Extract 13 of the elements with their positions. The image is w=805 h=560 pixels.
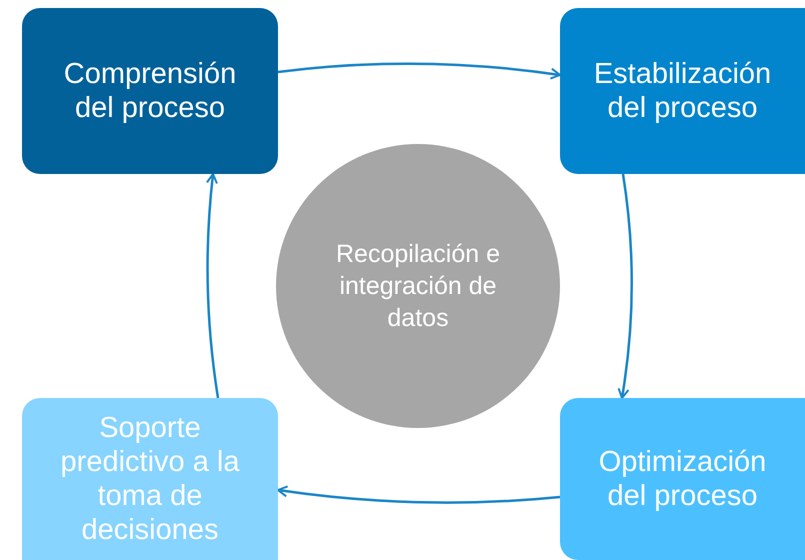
curved-arrow xyxy=(617,174,633,399)
stage-box xyxy=(560,398,805,560)
stage-label: Estabilización del proceso xyxy=(592,57,772,125)
curved-arrow xyxy=(278,62,561,80)
stage-label: Optimización del proceso xyxy=(598,445,768,513)
stage-box xyxy=(560,8,805,174)
curved-arrow xyxy=(277,485,560,504)
stage-box xyxy=(22,8,278,174)
stage-box xyxy=(22,398,278,560)
curved-arrow xyxy=(206,173,220,398)
circle-label: Recopilación e integración de datos xyxy=(335,239,501,334)
stage-label: Soporte predictivo a la toma de decisiones xyxy=(60,411,240,547)
stage-label: Comprensión del proceso xyxy=(62,57,238,125)
